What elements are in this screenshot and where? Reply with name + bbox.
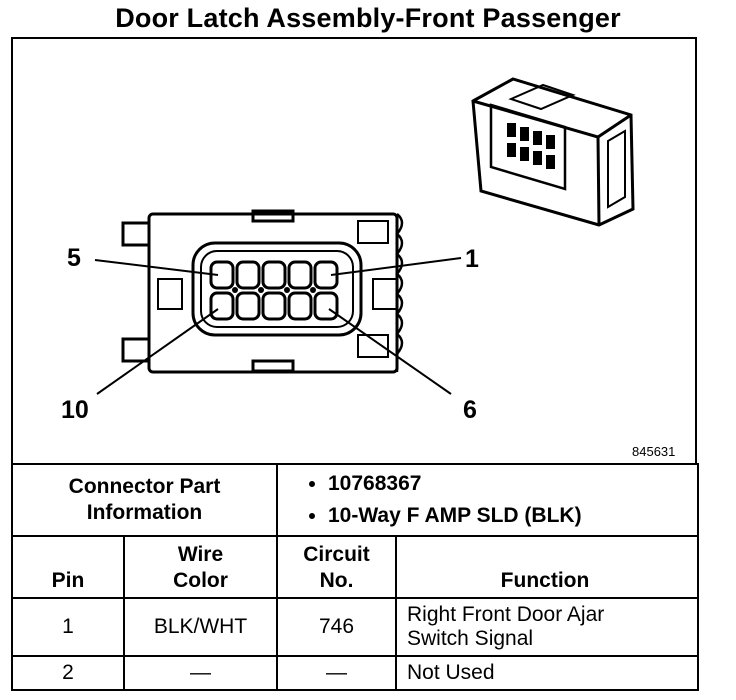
header-wire-color: Wire Color — [123, 535, 278, 599]
wire-color-cell: BLK/WHT — [123, 597, 278, 657]
function-cell: Right Front Door Ajar Switch Signal — [394, 597, 700, 657]
connector-figure: 5 1 10 6 845631 — [11, 37, 697, 465]
connector-drawing — [94, 77, 635, 395]
pin-label-1: 1 — [465, 245, 479, 273]
isometric-cavities — [507, 123, 555, 169]
connector-part-info: 10768367 10-Way F AMP SLD (BLK) — [275, 463, 700, 537]
connector-info-row: Connector Part Information 10768367 10-W… — [11, 463, 700, 537]
figure-id: 845631 — [632, 444, 676, 459]
pin-label-6: 6 — [463, 396, 477, 424]
header-circuit: Circuit No. — [276, 535, 397, 599]
pin-cell: 1 — [11, 597, 125, 657]
circuit-cell: 746 — [276, 597, 397, 657]
page-title: Door Latch Assembly-Front Passenger — [115, 3, 621, 33]
circuit-cell: — — [276, 655, 397, 691]
pinout-table: Connector Part Information 10768367 10-W… — [11, 463, 700, 691]
leader-lines — [94, 257, 462, 395]
header-row: Pin Wire Color Circuit No. Function — [11, 535, 700, 599]
connector-isometric-view — [471, 77, 635, 227]
table-row: 2 — — Not Used — [11, 655, 700, 691]
pin-label-10: 10 — [61, 396, 89, 424]
cavity-row-top — [209, 260, 339, 290]
part-number: 10768367 — [328, 468, 693, 500]
connector-front-view — [121, 209, 404, 374]
wire-color-cell: — — [123, 655, 278, 691]
connector-part-label: Connector Part Information — [11, 463, 278, 537]
function-cell: Not Used — [394, 655, 700, 691]
header-function: Function — [394, 535, 700, 599]
pin-cell: 2 — [11, 655, 125, 691]
pin-label-5: 5 — [67, 244, 81, 272]
cavity-row-bottom — [209, 291, 339, 321]
cavity-latch-dots — [232, 287, 316, 293]
table-row: 1 BLK/WHT 746 Right Front Door Ajar Swit… — [11, 597, 700, 657]
header-pin: Pin — [11, 535, 125, 599]
connector-description: 10-Way F AMP SLD (BLK) — [328, 500, 693, 532]
